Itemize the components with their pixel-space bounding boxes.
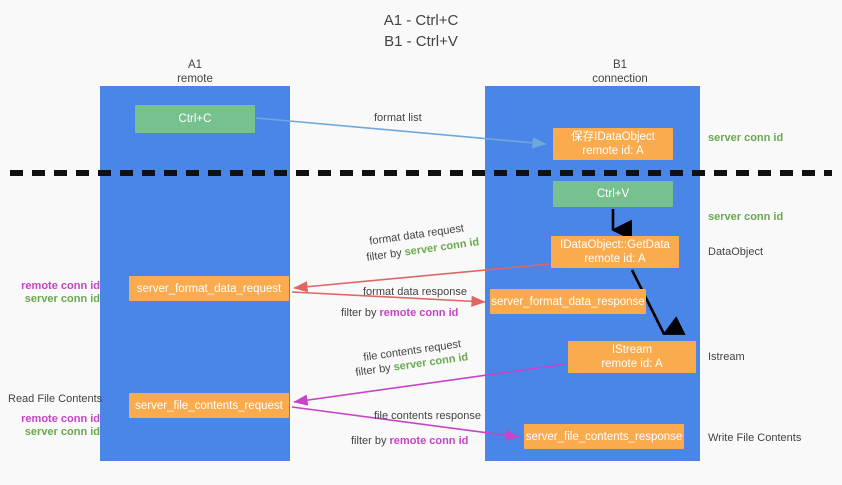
edge-label-file-contents-response-filter: filter by remote conn id xyxy=(351,434,468,448)
column-header-b1-role: connection xyxy=(592,73,648,85)
node-format-data-request-label: server_format_data_request xyxy=(136,282,282,295)
node-istream[interactable]: IStream remote id: A xyxy=(568,341,696,373)
node-getdata-line2: remote id: A xyxy=(584,253,646,265)
column-header-b1: B1 connection xyxy=(545,58,695,86)
node-file-contents-request-label: server_file_contents_request xyxy=(135,399,283,412)
connector-getdata-istream xyxy=(630,269,686,335)
connector-file-contents-response xyxy=(291,406,520,441)
connector-file-contents-request xyxy=(293,363,567,406)
column-header-a1: A1 remote xyxy=(120,58,270,86)
side-label-server-conn-id-a: server conn id xyxy=(24,293,100,305)
side-label-read-file-contents: Read File Contents xyxy=(8,393,103,405)
node-getdata[interactable]: IDataObject::GetData remote id: A xyxy=(551,236,679,268)
node-file-contents-request[interactable]: server_file_contents_request xyxy=(129,393,289,418)
filter-value-remote-conn-id: remote conn id xyxy=(389,435,469,447)
title-line-2: B1 - Ctrl+V xyxy=(384,33,458,50)
node-getdata-line1: IDataObject::GetData xyxy=(560,239,670,251)
filter-value-remote-conn-id: remote conn id xyxy=(379,307,459,319)
edge-label-format-data-response-filter: filter by remote conn id xyxy=(341,306,458,320)
edge-label-format-list: format list xyxy=(374,112,422,124)
side-label-server-conn-id-b: server conn id xyxy=(24,426,100,438)
edge-label-file-contents-response: file contents response xyxy=(374,410,482,422)
side-label-write-file-contents: Write File Contents xyxy=(708,432,802,444)
node-save-dataobject[interactable]: 保存IDataObject remote id: A xyxy=(553,128,673,160)
side-label-remote-conn-id-b: remote conn id xyxy=(21,413,100,425)
side-label-remote-conn-id-a: remote conn id xyxy=(21,280,100,292)
column-header-b1-name: B1 xyxy=(612,59,628,71)
side-label-istream: Istream xyxy=(708,351,745,363)
column-header-a1-name: A1 xyxy=(187,59,203,71)
filter-prefix: filter by xyxy=(351,435,390,447)
node-save-dataobject-line1: 保存IDataObject xyxy=(571,131,655,143)
node-ctrl-v-label: Ctrl+V xyxy=(596,188,630,200)
edge-label-format-data-response: format data response xyxy=(363,286,467,298)
side-label-server-conn-id-top: server conn id xyxy=(708,132,784,144)
node-format-data-response[interactable]: server_format_data_response xyxy=(490,289,646,314)
side-label-server-conn-id-mid: server conn id xyxy=(708,211,784,223)
node-istream-line2: remote id: A xyxy=(601,358,663,370)
connector-format-data-request xyxy=(293,263,550,293)
title-line-1: A1 - Ctrl+C xyxy=(383,12,459,29)
page-title: A1 - Ctrl+C B1 - Ctrl+V xyxy=(0,10,842,52)
node-file-contents-response-label: server_file_contents_response xyxy=(525,430,683,443)
node-save-dataobject-line2: remote id: A xyxy=(582,145,644,157)
node-istream-line1: IStream xyxy=(611,344,653,356)
column-header-a1-role: remote xyxy=(177,73,213,85)
side-label-dataobject: DataObject xyxy=(708,246,764,258)
connector-format-list xyxy=(255,117,547,149)
connector-format-data-response xyxy=(291,291,486,307)
node-ctrl-v[interactable]: Ctrl+V xyxy=(553,181,673,207)
node-format-data-response-label: server_format_data_response xyxy=(491,295,645,308)
filter-prefix: filter by xyxy=(341,307,380,319)
node-ctrl-c[interactable]: Ctrl+C xyxy=(135,105,255,133)
node-file-contents-response[interactable]: server_file_contents_response xyxy=(524,424,684,449)
node-format-data-request[interactable]: server_format_data_request xyxy=(129,276,289,301)
node-ctrl-c-label: Ctrl+C xyxy=(178,113,212,125)
